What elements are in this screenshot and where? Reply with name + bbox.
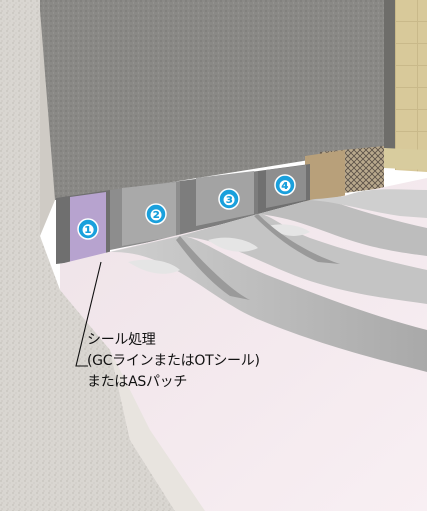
mesh-block	[305, 146, 384, 202]
badge-2: ❷	[145, 203, 167, 225]
callout-line-3: またはASパッチ	[87, 374, 188, 390]
badge-4-label: ❹	[279, 177, 292, 195]
callout-line-1: シール処理	[87, 332, 156, 348]
badge-3-label: ❸	[223, 191, 236, 209]
badge-1-label: ❶	[82, 221, 95, 239]
tile-wall	[384, 0, 427, 172]
concrete-slab	[60, 290, 205, 511]
concrete-wall-upper	[40, 0, 395, 200]
sheet-strips	[110, 189, 427, 372]
badge-3: ❸	[218, 188, 240, 210]
badge-2-label: ❷	[150, 206, 163, 224]
badge-4: ❹	[274, 174, 296, 196]
callout-leader-line	[75, 261, 102, 367]
callout-line-2: (GCラインまたはOTシール)	[87, 353, 260, 369]
badge-1: ❶	[77, 218, 99, 240]
callout-caption: シール処理 (GCラインまたはOTシール) またはASパッチ	[87, 330, 260, 393]
